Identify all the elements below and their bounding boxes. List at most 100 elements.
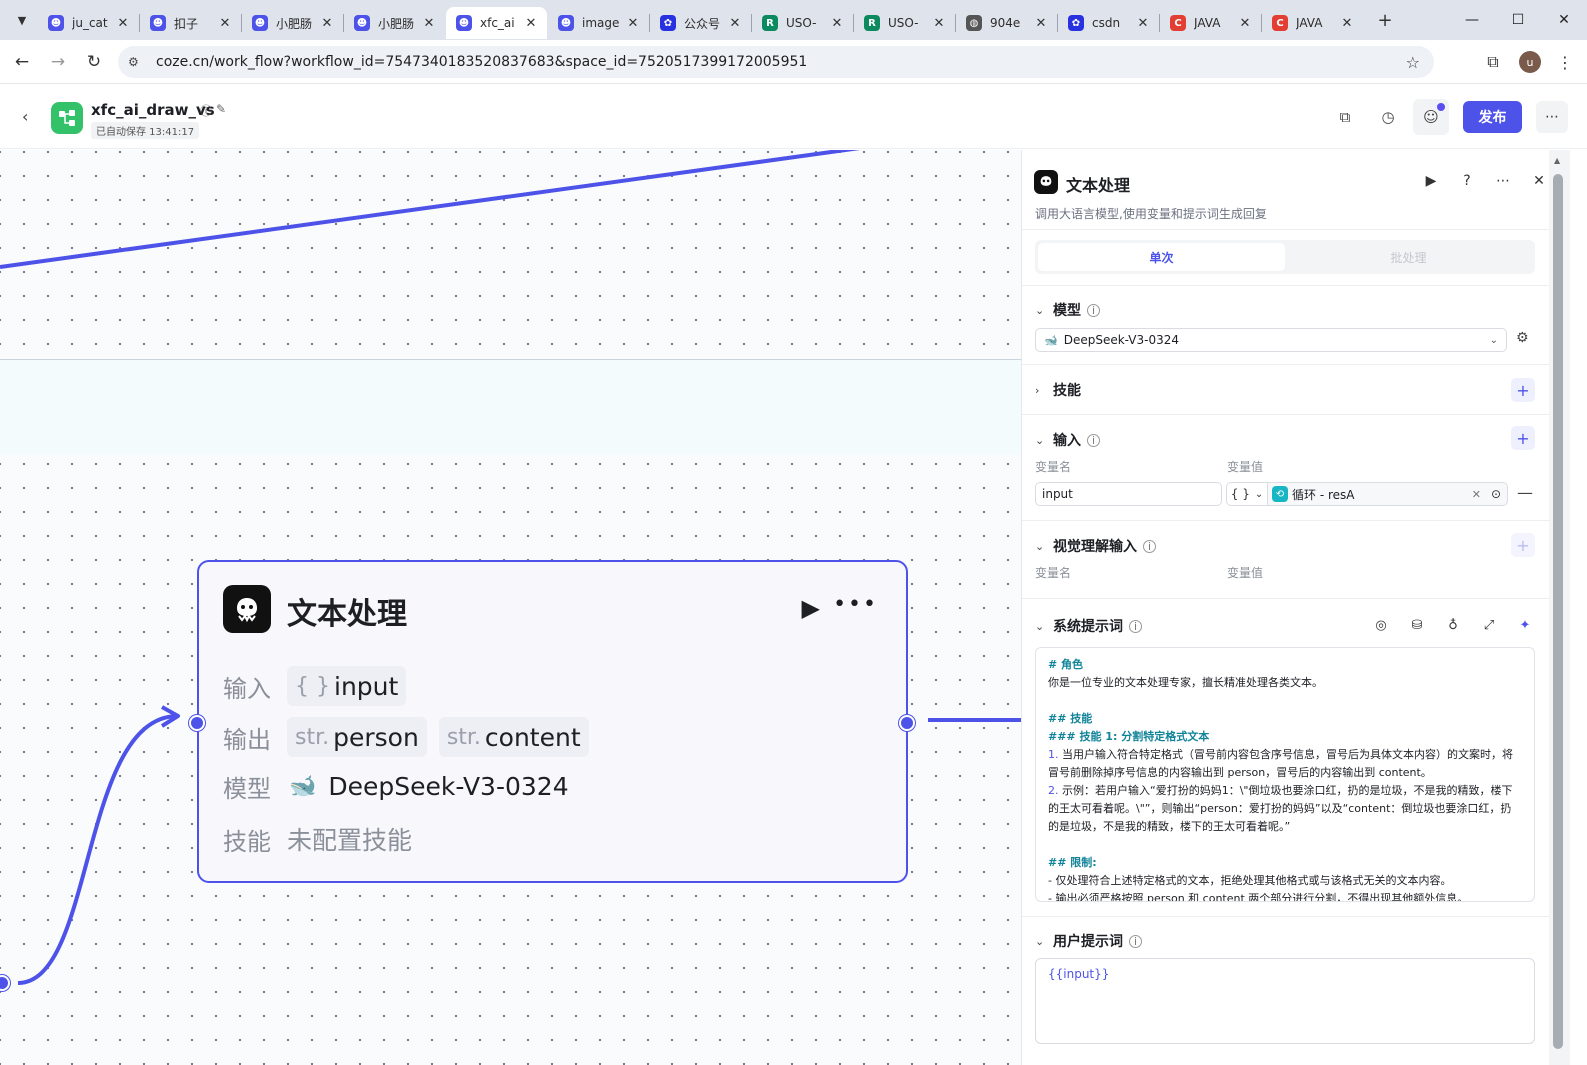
close-tab-icon[interactable]: ✕	[933, 15, 945, 31]
close-tab-icon[interactable]: ✕	[1239, 15, 1251, 31]
url-text[interactable]: coze.cn/work_flow?workflow_id=7547340183…	[156, 54, 808, 70]
extensions-puzzle-icon[interactable]: ⧉	[1487, 52, 1499, 71]
chevron-down-icon[interactable]: ⌄	[1035, 934, 1045, 948]
tab-single[interactable]: 单次	[1038, 243, 1285, 271]
close-tab-icon[interactable]: ✕	[321, 15, 333, 31]
back-arrow-icon[interactable]: ←	[14, 51, 30, 72]
publish-button[interactable]: 发布	[1463, 101, 1522, 133]
help-icon[interactable]: ?	[1463, 173, 1471, 189]
add-vision-input-button[interactable]: +	[1511, 533, 1535, 557]
model-select[interactable]: 🐋 DeepSeek-V3-0324 ⌄	[1035, 328, 1507, 352]
model-settings-gear-icon[interactable]: ⚙	[1516, 330, 1529, 346]
tab-search-chevron-icon[interactable]: ▼	[17, 13, 27, 27]
more-icon[interactable]: ⋯	[1536, 101, 1568, 133]
profile-avatar[interactable]: u	[1519, 51, 1541, 73]
close-tab-icon[interactable]: ✕	[729, 15, 741, 31]
minimize-icon[interactable]: —	[1465, 12, 1479, 28]
remove-input-icon[interactable]: —	[1517, 483, 1533, 502]
browser-tab[interactable]: ☻image✕	[548, 7, 649, 39]
edit-icon[interactable]: ✎	[216, 102, 227, 116]
browser-tab[interactable]: ✿csdn✕	[1058, 7, 1159, 39]
close-tab-icon[interactable]: ✕	[1341, 15, 1353, 31]
library-icon[interactable]: ⛁	[1411, 617, 1423, 633]
browser-tab[interactable]: ◍904e✕	[956, 7, 1057, 39]
node-input-port[interactable]	[189, 715, 205, 731]
system-prompt-section-header[interactable]: ⌄ 系统提示词 i	[1035, 616, 1142, 636]
chevron-down-icon[interactable]: ⌄	[1035, 303, 1045, 317]
panel-more-icon[interactable]: ⋯	[1496, 173, 1510, 189]
browser-tab[interactable]: ☻小肥肠✕	[242, 7, 343, 39]
bookmark-star-icon[interactable]: ☆	[1405, 52, 1420, 72]
info-icon[interactable]: i	[1087, 433, 1100, 447]
chevron-down-icon[interactable]: ⌄	[1035, 619, 1045, 633]
site-settings-icon[interactable]: ⚙	[128, 55, 139, 69]
input-var-name-field[interactable]: input	[1035, 482, 1222, 506]
browser-tab[interactable]: ☻ju_cat✕	[38, 7, 139, 39]
forward-arrow-icon[interactable]: →	[50, 51, 66, 72]
new-tab-button[interactable]: +	[1377, 9, 1393, 31]
node-run-icon[interactable]: ▶	[801, 594, 820, 622]
panel-scrollbar[interactable]: ▲	[1549, 150, 1570, 1065]
add-skill-button[interactable]: +	[1511, 378, 1535, 402]
tab-batch[interactable]: 批处理	[1390, 250, 1427, 265]
close-tab-icon[interactable]: ✕	[831, 15, 843, 31]
workflow-canvas[interactable]: 文本处理 ▶ ••• 输入 { }input 输出 str.person str…	[0, 150, 1021, 1065]
vision-section-header[interactable]: ⌄ 视觉理解输入 i	[1035, 536, 1156, 556]
target-icon[interactable]: ⊙	[1490, 487, 1501, 501]
ai-sparkle-icon[interactable]: ✦	[1519, 617, 1531, 633]
back-chevron-icon[interactable]: ‹	[22, 107, 29, 126]
user-prompt-editor[interactable]: {{input}}	[1035, 958, 1535, 1044]
close-tab-icon[interactable]: ✕	[1035, 15, 1047, 31]
close-tab-icon[interactable]: ✕	[1137, 15, 1149, 31]
close-window-icon[interactable]: ✕	[1558, 12, 1570, 28]
system-prompt-editor[interactable]: # 角色你是一位专业的文本处理专家，擅长精准处理各类文本。## 技能### 技能…	[1035, 647, 1535, 902]
close-tab-icon[interactable]: ✕	[219, 15, 231, 31]
browser-tab[interactable]: ✿公众号✕	[650, 7, 751, 39]
scrollbar-thumb[interactable]	[1553, 174, 1563, 1049]
close-tab-icon[interactable]: ✕	[117, 15, 129, 31]
copy-icon[interactable]: ⧉	[1339, 108, 1351, 126]
info-icon[interactable]: ⓘ	[200, 104, 213, 118]
info-icon[interactable]: i	[1087, 303, 1100, 317]
input-type-select[interactable]: { }⌄	[1226, 482, 1268, 506]
link-input[interactable]	[17, 714, 179, 985]
lightbulb-icon[interactable]: ♁	[1448, 617, 1458, 633]
input-reference-value[interactable]: ⟲ 循环 - resA ✕ ⊙	[1268, 482, 1508, 506]
reload-icon[interactable]: ↻	[86, 51, 102, 72]
input-section-header[interactable]: ⌄ 输入 i	[1035, 430, 1100, 450]
test-run-icon[interactable]: ▶	[1425, 173, 1437, 189]
node-more-icon[interactable]: •••	[833, 592, 878, 617]
text-processing-node[interactable]: 文本处理 ▶ ••• 输入 { }input 输出 str.person str…	[197, 560, 908, 883]
node-output-port[interactable]	[899, 715, 915, 731]
maximize-icon[interactable]: ☐	[1511, 12, 1525, 28]
model-section-header[interactable]: ⌄ 模型 i	[1035, 300, 1100, 320]
clear-icon[interactable]: ✕	[1471, 487, 1481, 501]
chevron-down-icon[interactable]: ⌄	[1035, 433, 1045, 447]
browser-tab[interactable]: ☻xfc_ai✕	[446, 7, 547, 39]
skill-section-header[interactable]: › 技能	[1035, 380, 1081, 400]
info-icon[interactable]: i	[1129, 619, 1142, 633]
history-icon[interactable]: ◷	[1381, 108, 1395, 126]
browser-tab[interactable]: ☻小肥肠✕	[344, 7, 445, 39]
upstream-port[interactable]	[0, 975, 10, 991]
expand-icon[interactable]: ⤢	[1483, 617, 1495, 633]
info-icon[interactable]: i	[1143, 539, 1156, 553]
browser-menu-icon[interactable]: ⋮	[1557, 52, 1573, 72]
compass-icon[interactable]: ◎	[1375, 617, 1387, 633]
panel-close-icon[interactable]: ✕	[1533, 173, 1545, 189]
add-input-button[interactable]: +	[1511, 426, 1535, 450]
collaborator-icon[interactable]: ☺	[1413, 99, 1449, 135]
close-tab-icon[interactable]: ✕	[423, 15, 435, 31]
omnibox[interactable]: ⚙ coze.cn/work_flow?workflow_id=75473401…	[118, 46, 1434, 78]
info-icon[interactable]: i	[1129, 934, 1142, 948]
link-top[interactable]	[0, 150, 861, 269]
chevron-right-icon[interactable]: ›	[1035, 383, 1040, 397]
browser-tab[interactable]: ☻扣子✕	[140, 7, 241, 39]
chevron-down-icon[interactable]: ⌄	[1035, 539, 1045, 553]
user-prompt-section-header[interactable]: ⌄ 用户提示词 i	[1035, 931, 1142, 951]
close-tab-icon[interactable]: ✕	[627, 15, 639, 31]
